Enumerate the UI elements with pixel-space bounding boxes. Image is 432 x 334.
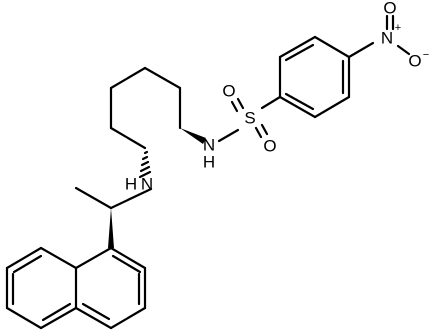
sulfonyl-double-bonds <box>230 97 269 139</box>
hashed-bond-to-amine-nitrogen <box>138 150 152 179</box>
bond-nitrogen-sulfur <box>217 128 240 143</box>
nitro-oxygen-top-label: O <box>383 0 396 18</box>
sulfonyl-oxygen-top-label: O <box>222 82 235 101</box>
nitro-nitrogen-label: N <box>381 29 393 48</box>
wedge-bond-to-sulfonamide-nitrogen <box>180 128 206 144</box>
naphthalene-ring <box>5 246 147 330</box>
nitro-nitrogen-charge: + <box>395 22 401 34</box>
sulfonamide-hydrogen-label: H <box>203 153 215 172</box>
sulfur-label: S <box>244 109 255 128</box>
benzene-ring <box>278 35 351 119</box>
cyclohexane-ring <box>109 66 182 150</box>
sulfonyl-oxygen-bottom-label: O <box>263 137 276 156</box>
sulfonamide-nitrogen-label: N <box>203 136 215 155</box>
amine-hydrogen-label: H <box>125 175 137 194</box>
amine-nitrogen-label: N <box>141 175 153 194</box>
wedge-bond-to-naphthyl <box>108 208 114 248</box>
ethyl-linker <box>74 186 153 210</box>
nitro-oxygen-bottom-label: O <box>408 52 421 71</box>
nitro-bonds <box>347 14 411 59</box>
nitro-oxygen-charge: − <box>423 49 429 61</box>
bond-sulfur-ring <box>260 95 282 110</box>
